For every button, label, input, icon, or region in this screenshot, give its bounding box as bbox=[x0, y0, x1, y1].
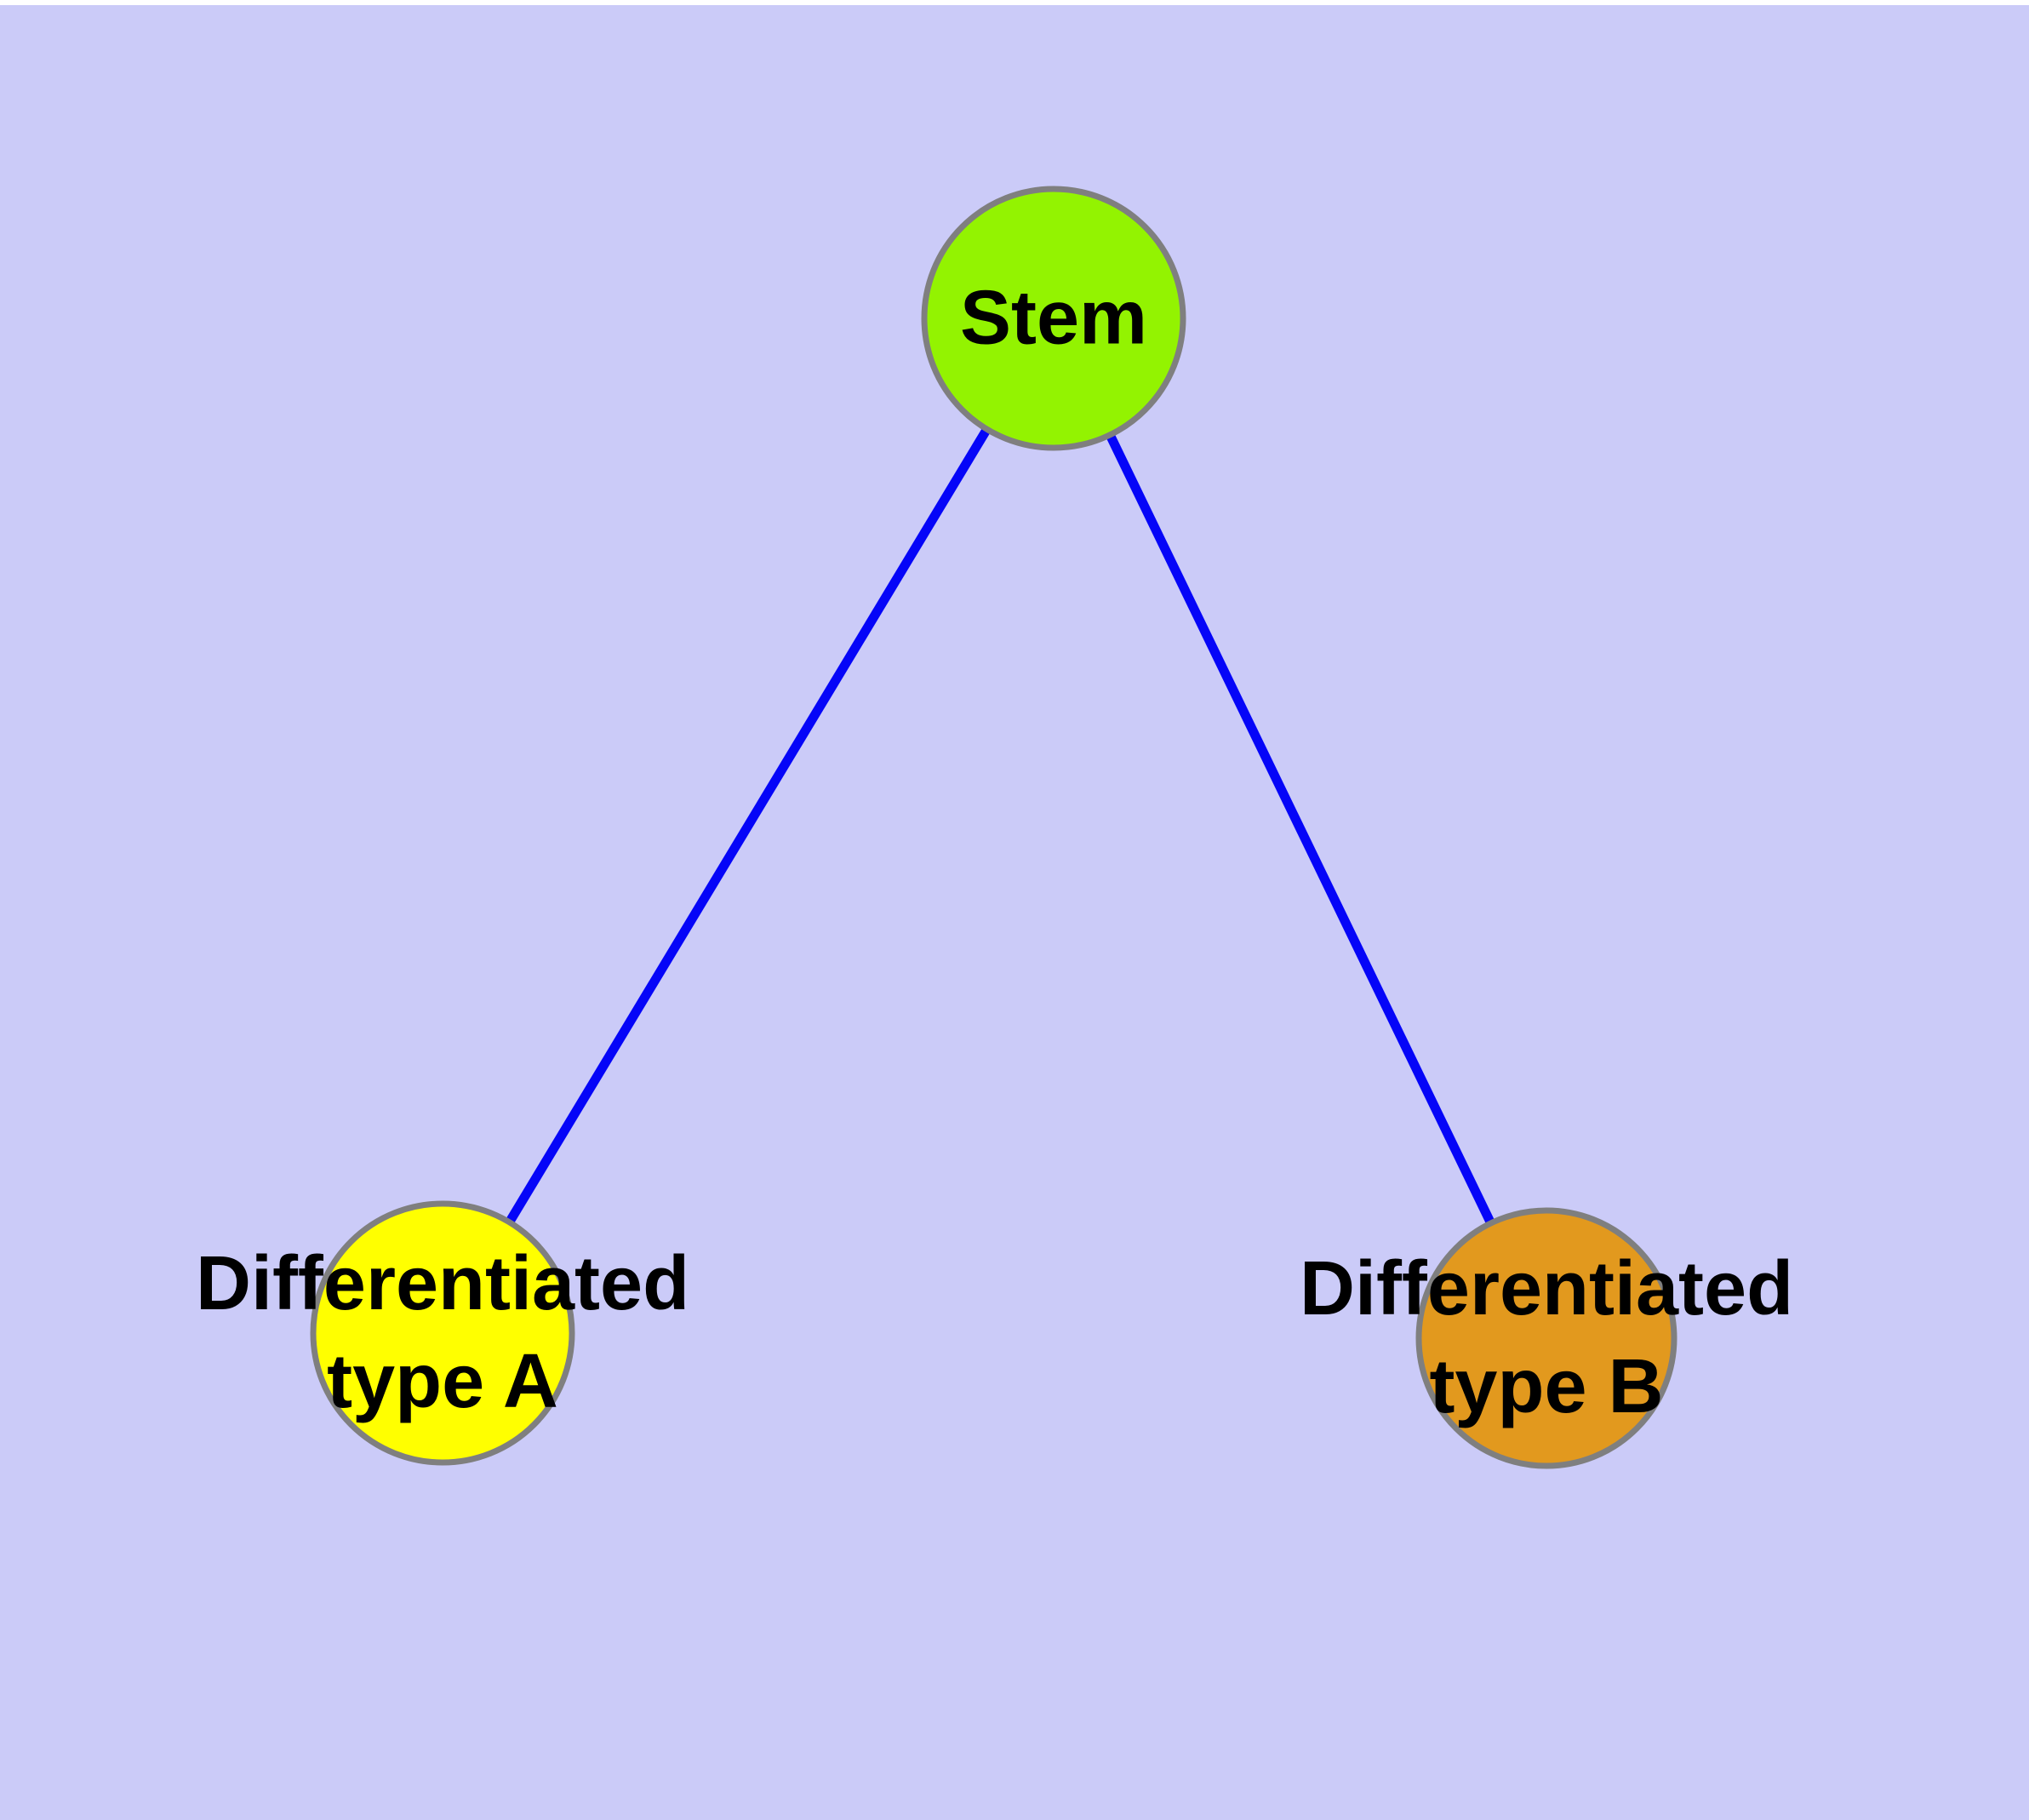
top-margin bbox=[0, 0, 2029, 5]
node-differentiated-type-b bbox=[1415, 1207, 1677, 1469]
node-stem bbox=[921, 186, 1186, 451]
edge-stem-to-type-b bbox=[1049, 316, 1551, 1341]
edge-stem-to-type-a bbox=[438, 316, 1058, 1336]
node-differentiated-type-a bbox=[310, 1200, 575, 1466]
